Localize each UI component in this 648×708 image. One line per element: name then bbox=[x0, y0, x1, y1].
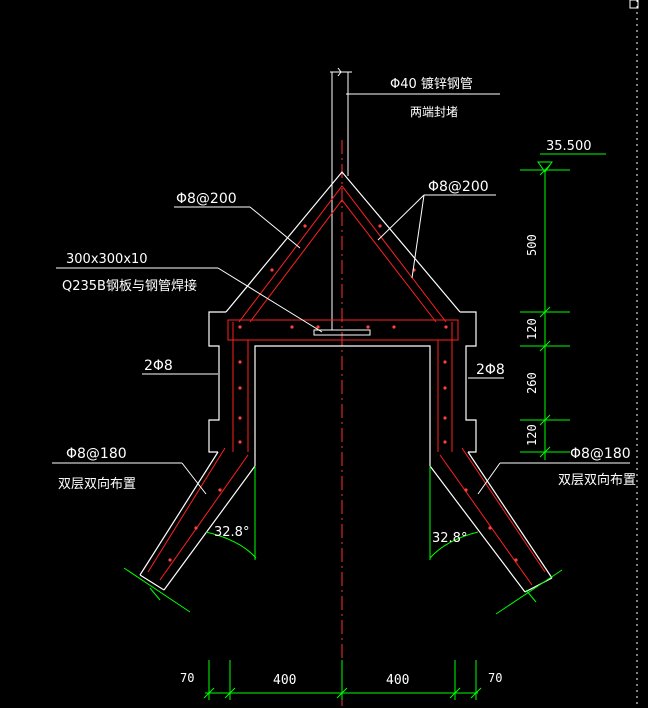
rebar-right-bottom-note: 双层双向布置 bbox=[558, 472, 636, 488]
rebar-right-top-label: Φ8@200 bbox=[428, 179, 489, 195]
pipe-note-label: 两端封堵 bbox=[410, 105, 458, 119]
plate-label: 300x300x10 bbox=[66, 252, 148, 267]
bars-right-label: 2Φ8 bbox=[476, 362, 505, 378]
dim-h-70-left: 70 bbox=[180, 671, 194, 685]
frame-mark bbox=[629, 0, 639, 9]
pipe-label: Φ40 镀锌钢管 bbox=[390, 76, 473, 92]
angle-arcs bbox=[205, 466, 479, 560]
steel-pipe bbox=[330, 67, 352, 330]
bars-left-label: 2Φ8 bbox=[144, 358, 173, 374]
rebar-dots bbox=[168, 224, 518, 562]
rebar-right-bottom-label: Φ8@180 bbox=[570, 446, 631, 462]
rebar-cage bbox=[147, 185, 546, 586]
rebar-left-bottom-label: Φ8@180 bbox=[66, 446, 127, 462]
dim-v-120-bottom: 120 bbox=[525, 424, 539, 446]
vertical-dimension bbox=[520, 153, 606, 460]
elevation-label: 35.500 bbox=[546, 139, 592, 154]
steel-plate bbox=[313, 329, 371, 336]
dim-h-400-right: 400 bbox=[386, 673, 409, 688]
dim-v-260: 260 bbox=[525, 372, 539, 394]
angle-right-label: 32.8° bbox=[432, 531, 467, 546]
leader-lines bbox=[52, 93, 630, 495]
dim-v-120-top: 120 bbox=[525, 318, 539, 340]
dim-v-500: 500 bbox=[525, 234, 539, 256]
rebar-left-bottom-note: 双层双向布置 bbox=[58, 476, 136, 492]
dim-h-70-right: 70 bbox=[488, 671, 502, 685]
plate-note-label: Q235B钢板与钢管焊接 bbox=[62, 278, 197, 294]
concrete-outline bbox=[139, 171, 553, 593]
skirt-ticks bbox=[123, 567, 563, 615]
rebar-left-top-label: Φ8@200 bbox=[176, 191, 237, 207]
dim-h-400-left: 400 bbox=[273, 673, 296, 688]
horizontal-dimension bbox=[203, 660, 482, 700]
angle-left-label: 32.8° bbox=[214, 525, 249, 540]
